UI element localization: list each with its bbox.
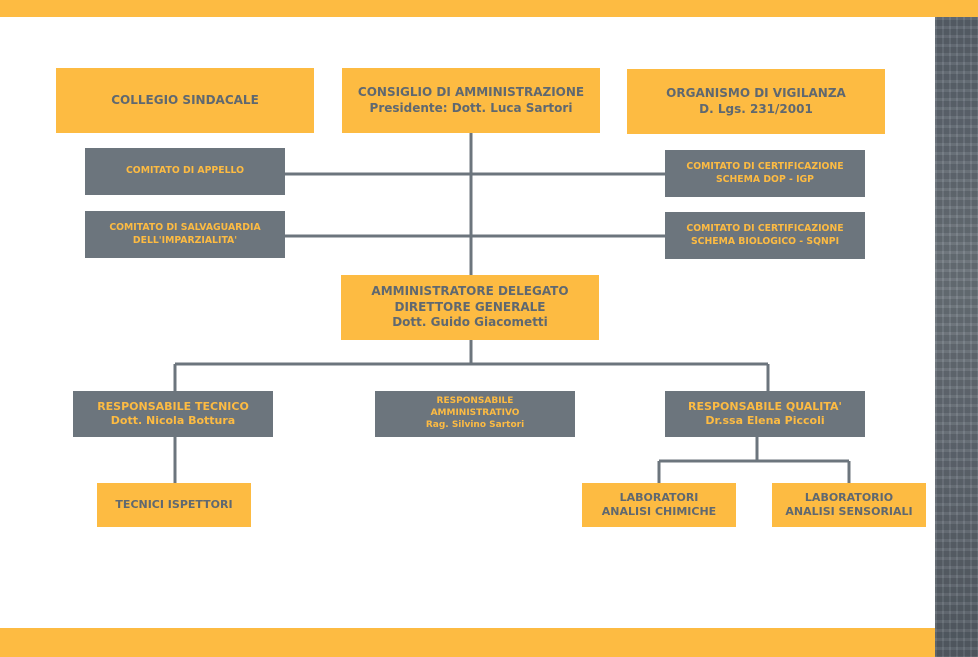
certificazione-dop-box: COMITATO DI CERTIFICAZIONE SCHEMA DOP - …	[665, 150, 865, 197]
resp-tecnico-name: Dott. Nicola Bottura	[110, 414, 236, 427]
responsabile-tecnico-box: RESPONSABILE TECNICO Dott. Nicola Bottur…	[73, 391, 273, 437]
responsabile-qualita-box: RESPONSABILE QUALITA' Dr.ssa Elena Picco…	[665, 391, 865, 437]
organismo-subtitle: D. Lgs. 231/2001	[699, 101, 813, 116]
amministratore-name: Dott. Guido Giacometti	[392, 315, 548, 330]
tecnici-ispettori-box: TECNICI ISPETTORI	[97, 483, 251, 527]
direttore-title: DIRETTORE GENERALE	[394, 299, 546, 314]
resp-amministrativo-line1: RESPONSABILE	[436, 396, 514, 407]
certificazione-bio-box: COMITATO DI CERTIFICAZIONE SCHEMA BIOLOG…	[665, 212, 865, 259]
comitato-salvaguardia-line1: COMITATO DI SALVAGUARDIA	[109, 222, 261, 234]
certificazione-dop-line2: SCHEMA DOP - IGP	[715, 173, 814, 185]
certificazione-bio-line2: SCHEMA BIOLOGICO - SQNPI	[690, 235, 840, 247]
organismo-vigilanza-box: ORGANISMO DI VIGILANZA D. Lgs. 231/2001	[627, 69, 885, 134]
lab-sensoriali-line1: LABORATORIO	[804, 490, 894, 504]
bottom-accent-band	[0, 628, 935, 657]
amministratore-delegato-box: AMMINISTRATORE DELEGATO DIRETTORE GENERA…	[341, 275, 599, 340]
resp-qualita-title: RESPONSABILE QUALITA'	[688, 399, 842, 413]
laboratorio-sensoriali-box: LABORATORIO ANALISI SENSORIALI	[772, 483, 926, 527]
resp-qualita-name: Dr.ssa Elena Piccoli	[705, 414, 825, 427]
comitato-salvaguardia-line2: DELL'IMPARZIALITA'	[132, 234, 238, 246]
lab-chimiche-line1: LABORATORI	[619, 490, 699, 504]
collegio-sindacale-box: COLLEGIO SINDACALE	[56, 68, 314, 133]
tecnici-ispettori-title: TECNICI ISPETTORI	[115, 497, 233, 511]
collegio-sindacale-title: COLLEGIO SINDACALE	[111, 92, 259, 107]
consiglio-amministrazione-box: CONSIGLIO DI AMMINISTRAZIONE Presidente:…	[342, 68, 600, 133]
lab-sensoriali-line2: ANALISI SENSORIALI	[785, 505, 913, 518]
resp-amministrativo-line2: AMMINISTRATIVO	[430, 408, 520, 419]
laboratori-chimiche-box: LABORATORI ANALISI CHIMICHE	[582, 483, 736, 527]
top-accent-band	[0, 0, 978, 17]
resp-amministrativo-name: Rag. Silvino Sartori	[425, 419, 525, 430]
organismo-title: ORGANISMO DI VIGILANZA	[666, 85, 846, 100]
comitato-appello-title: COMITATO DI APPELLO	[125, 165, 245, 177]
certificazione-bio-line1: COMITATO DI CERTIFICAZIONE	[686, 223, 844, 235]
consiglio-president: Presidente: Dott. Luca Sartori	[369, 100, 573, 115]
comitato-salvaguardia-box: COMITATO DI SALVAGUARDIA DELL'IMPARZIALI…	[85, 211, 285, 258]
side-decorative-panel	[935, 17, 978, 657]
certificazione-dop-line1: COMITATO DI CERTIFICAZIONE	[686, 161, 844, 173]
comitato-appello-box: COMITATO DI APPELLO	[85, 148, 285, 195]
lab-chimiche-line2: ANALISI CHIMICHE	[601, 505, 717, 518]
responsabile-amministrativo-box: RESPONSABILE AMMINISTRATIVO Rag. Silvino…	[375, 391, 575, 437]
consiglio-title: CONSIGLIO DI AMMINISTRAZIONE	[357, 84, 585, 99]
resp-tecnico-title: RESPONSABILE TECNICO	[97, 399, 249, 413]
amministratore-title: AMMINISTRATORE DELEGATO	[371, 284, 569, 299]
